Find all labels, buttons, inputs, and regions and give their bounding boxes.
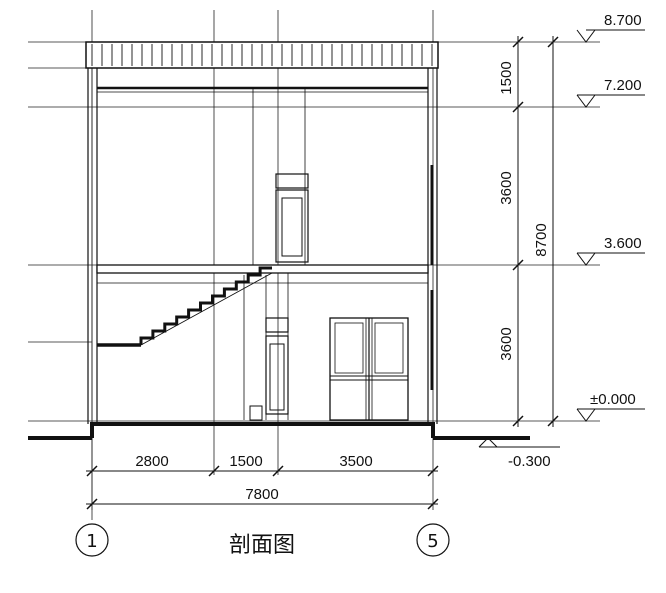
dim-v-3600-upper: 3600 <box>498 171 515 204</box>
ground-line <box>28 422 530 440</box>
roof-parapet <box>85 41 439 69</box>
axis-label-5: 5 <box>427 531 438 552</box>
elevation-marker-0000: ±0.000 <box>576 391 645 422</box>
lower-door <box>249 317 289 421</box>
dim-h-total: 7800 <box>245 486 278 503</box>
elevation-marker-neg0300: -0.300 <box>478 437 560 470</box>
drawing-title: 剖面图 <box>229 533 295 558</box>
axis-label-1: 1 <box>86 531 97 552</box>
elevation-0000: ±0.000 <box>590 391 636 408</box>
upper-door <box>275 173 309 263</box>
elevation-neg0300: -0.300 <box>508 453 551 470</box>
dim-h-1500: 1500 <box>229 453 262 470</box>
vertical-dimensions <box>512 36 559 427</box>
elevation-marker-3600: 3.600 <box>576 235 645 266</box>
axis-bubble-5: 5 <box>416 523 450 557</box>
axis-bubble-1: 1 <box>75 523 109 557</box>
dim-h-3500: 3500 <box>339 453 372 470</box>
horizontal-dimensions <box>86 465 439 510</box>
elevation-8700: 8.700 <box>604 12 642 29</box>
elevation-3600: 3.600 <box>604 235 642 252</box>
dim-v-1500: 1500 <box>498 61 515 94</box>
elevation-7200: 7.200 <box>604 77 642 94</box>
walls <box>87 68 438 424</box>
stair <box>97 266 273 347</box>
elevation-marker-8700: 8.700 <box>576 12 645 43</box>
dim-v-3600-lower: 3600 <box>498 327 515 360</box>
dim-v-total: 8700 <box>533 223 550 256</box>
elevation-marker-7200: 7.200 <box>576 77 645 108</box>
dim-h-2800: 2800 <box>135 453 168 470</box>
french-window <box>329 317 409 421</box>
